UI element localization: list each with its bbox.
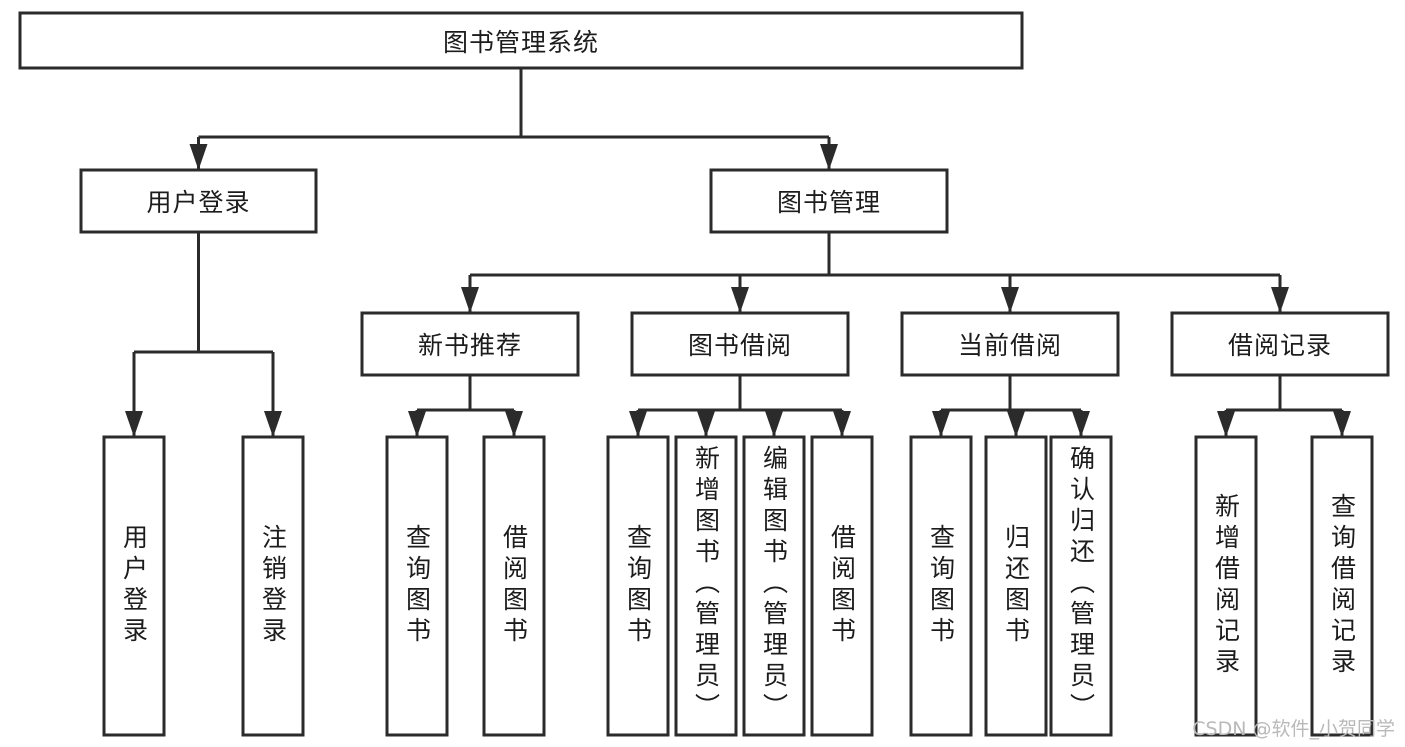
leaf-node-e7bc96e8be91e59bbee4b9a6[interactable] (742, 435, 806, 737)
branch-node-e59bbee4b9a6e7aea1e79086[interactable] (709, 168, 949, 234)
leaf-node-e696b0e5a29ee5809fe99885[interactable] (1194, 435, 1258, 737)
arrow-head-icon (697, 411, 715, 437)
branch-node-e59bbee4b9a6e5809fe99885[interactable] (630, 311, 850, 377)
connector-layer (125, 68, 1351, 437)
arrow-head-icon (461, 287, 479, 313)
arrow-head-icon (1333, 411, 1351, 437)
leaf-node-e794a8e688b7e799bbe5bd95[interactable] (102, 435, 166, 737)
arrow-head-icon (932, 411, 950, 437)
arrow-head-icon (629, 411, 647, 437)
leaf-node-e696b0e5a29ee59bbee4b9a6[interactable] (674, 435, 738, 737)
arrow-head-icon (505, 411, 523, 437)
arrow-head-icon (820, 144, 838, 170)
leaf-node-e7a1aee8aea4e5bd92e8bf98[interactable] (1049, 435, 1113, 737)
branch-node-e5bd93e5898de5809fe99885[interactable] (900, 311, 1120, 377)
branch-node-e794a8e688b7e799bbe5bd95[interactable] (79, 168, 318, 234)
arrow-head-icon (1217, 411, 1235, 437)
branch-node-e696b0e4b9a6e68ea8e88d90[interactable] (360, 311, 580, 377)
root-node-e59bbee4b9a6e7aea1e79086[interactable] (18, 11, 1024, 70)
arrow-head-icon (1271, 287, 1289, 313)
leaf-node-e69fa5e8afa2e59bbee4b9a6[interactable] (909, 435, 973, 737)
arrow-head-icon (125, 411, 143, 437)
leaf-node-e69fa5e8afa2e5809fe99885[interactable] (1310, 435, 1374, 737)
arrow-head-icon (189, 144, 208, 170)
leaf-node-e5809fe99885e59bbee4b9a6[interactable] (482, 435, 546, 737)
node-box-layer (18, 11, 1390, 737)
arrow-head-icon (731, 287, 749, 313)
leaf-node-e5809fe99885e59bbee4b9a6[interactable] (810, 435, 874, 737)
leaf-node-e6b3a8e99480e799bbe5bd95[interactable] (241, 435, 305, 737)
leaf-node-e69fa5e8afa2e59bbee4b9a6[interactable] (606, 435, 670, 737)
arrow-head-icon (1001, 287, 1019, 313)
watermark-text: CSDN @软件_小贺同学 (1192, 718, 1395, 740)
arrow-head-icon (1007, 411, 1025, 437)
arrow-head-icon (264, 411, 282, 437)
branch-node-e5809fe99885e8aeb0e5bd95[interactable] (1170, 311, 1390, 377)
arrow-head-icon (408, 411, 426, 437)
leaf-node-e5bd92e8bf98e59bbee4b9a6[interactable] (984, 435, 1048, 737)
arrow-head-icon (833, 411, 851, 437)
arrow-head-icon (1072, 411, 1090, 437)
arrow-head-icon (765, 411, 783, 437)
leaf-node-e69fa5e8afa2e59bbee4b9a6[interactable] (385, 435, 449, 737)
